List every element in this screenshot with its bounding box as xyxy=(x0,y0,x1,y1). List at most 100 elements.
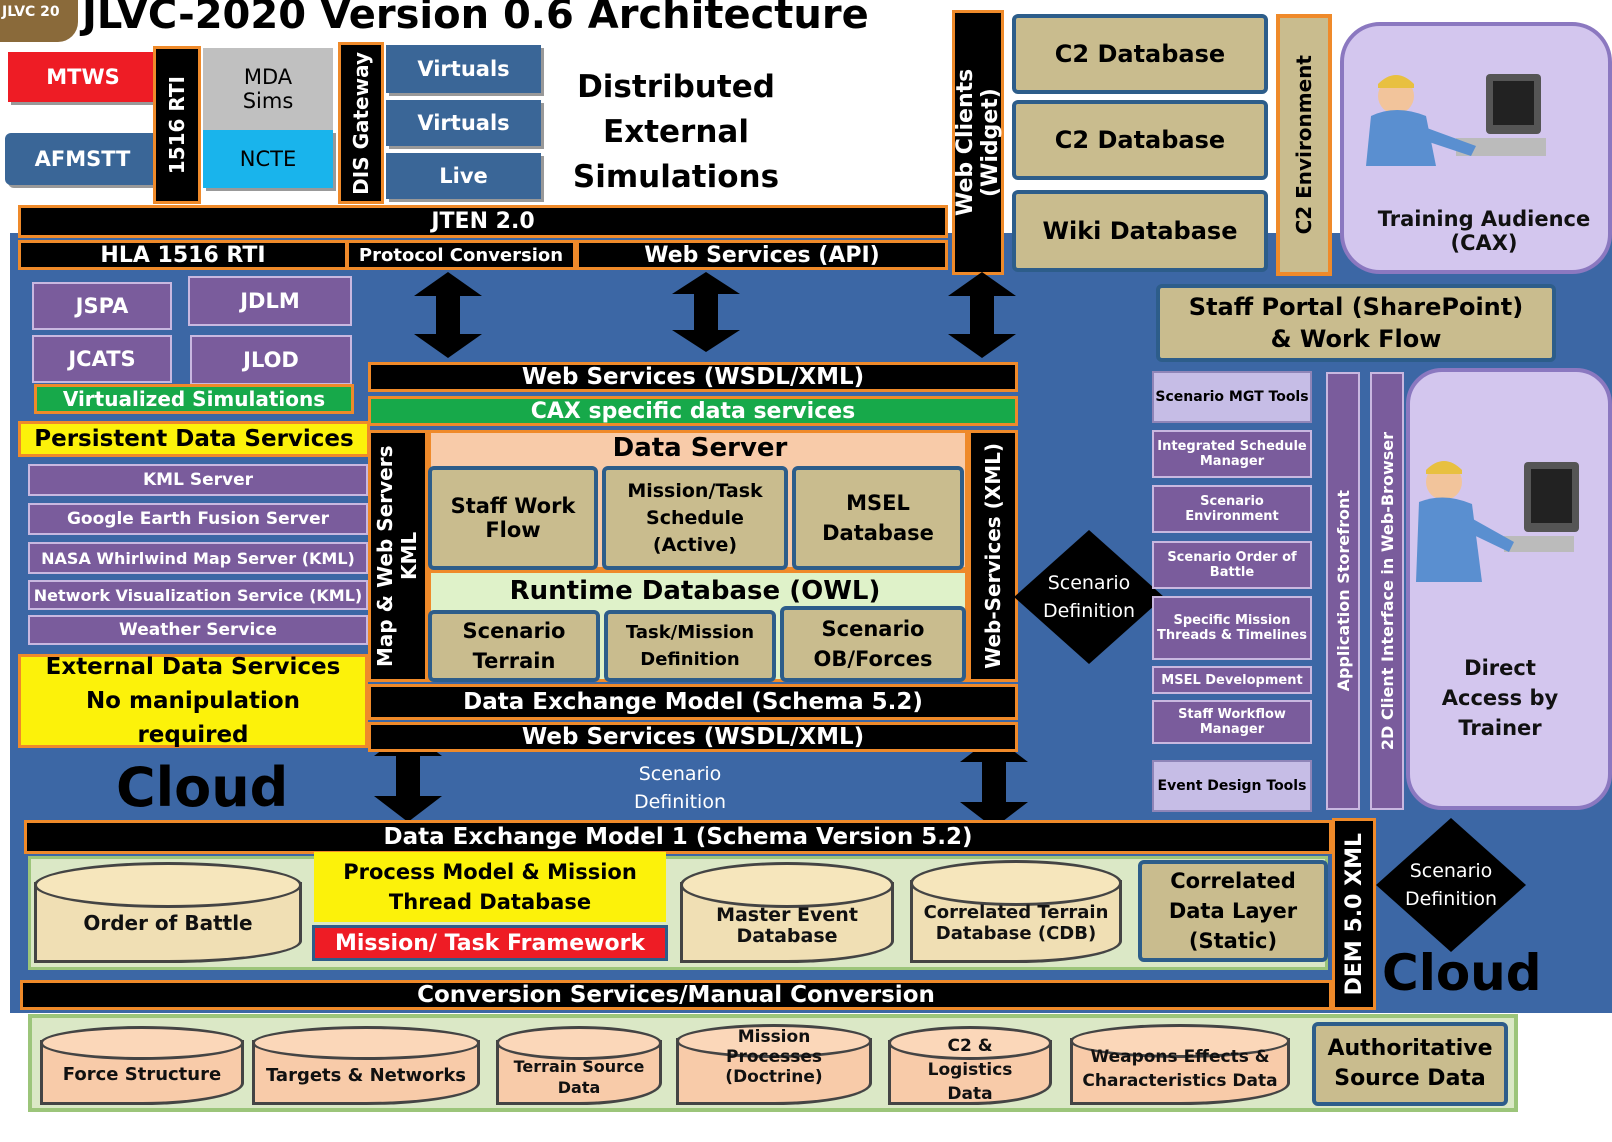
arrow-4 xyxy=(374,730,442,822)
map-web-servers-bar: Map & Web Servers KML xyxy=(368,430,428,682)
logo-text: JLVC 20 xyxy=(2,4,60,20)
staff-work-flow-label: Staff Work Flow xyxy=(450,494,576,542)
rti-1516-box: 1516 RTI xyxy=(153,46,201,204)
wsdl-top-bar: Web Services (WSDL/XML) xyxy=(368,362,1018,392)
jdlm-box: JDLM xyxy=(188,276,352,326)
event-design-tools: Event Design Tools xyxy=(1152,760,1312,812)
jcats-box: JCATS xyxy=(32,335,172,383)
hla-rti-bar: HLA 1516 RTI xyxy=(18,240,348,270)
web-services-xml-bar: Web-Services (XML) xyxy=(968,430,1018,682)
staff-portal-label: Staff Portal (SharePoint) & Work Flow xyxy=(1188,293,1524,353)
scenario-definition-center: Scenario Definition xyxy=(610,760,750,816)
virtuals-1-box: Virtuals xyxy=(386,45,541,93)
cloud-left-label: Cloud xyxy=(116,756,289,819)
cloud-right-label: Cloud xyxy=(1382,944,1542,1002)
dis-gateway-label: DIS Gateway xyxy=(349,51,373,195)
mission-task-schedule-label: Mission/Task Schedule (Active) xyxy=(627,479,763,556)
kml-server-item: KML Server xyxy=(28,464,368,496)
authoritative-source-label: Authoritative Source Data xyxy=(1327,1036,1493,1091)
c2-logistics-cylinder: C2 & Logistics Data xyxy=(888,1026,1052,1105)
jten-bar: JTEN 2.0 xyxy=(18,205,948,238)
targets-networks-label: Targets & Networks xyxy=(265,1064,467,1086)
web-clients-label: Web Clients (Widget) xyxy=(953,68,1003,217)
force-structure-label: Force Structure xyxy=(62,1063,222,1085)
cax-data-services-bar: CAX specific data services xyxy=(368,396,1018,426)
staff-workflow-manager: Staff Workflow Manager xyxy=(1152,700,1312,744)
trainer-figure-icon xyxy=(1416,461,1579,582)
staff-work-flow-box: Staff Work Flow xyxy=(428,466,598,570)
application-storefront-label: Application Storefront xyxy=(1333,490,1353,692)
web-clients-bar: Web Clients (Widget) xyxy=(952,10,1004,275)
afmstt-box: AFMSTT xyxy=(5,133,160,185)
scenario-definition-diamond-1: Scenario Definition xyxy=(1014,530,1164,664)
scenario-mgt-tools: Scenario MGT Tools xyxy=(1152,371,1312,423)
dem50-label: DEM 5.0 XML xyxy=(1341,832,1367,996)
scenario-definition-center-label: Scenario Definition xyxy=(633,763,726,813)
mission-processes-cylinder: Mission Processes (Doctrine) xyxy=(676,1024,872,1105)
staff-portal-box: Staff Portal (SharePoint) & Work Flow xyxy=(1156,284,1556,362)
arrow-3 xyxy=(948,272,1016,358)
rti-1516-label: 1516 RTI xyxy=(165,75,189,175)
mission-processes-label: Mission Processes (Doctrine) xyxy=(725,1027,823,1087)
web-services-api-bar: Web Services (API) xyxy=(576,240,948,270)
integrated-schedule-manager: Integrated Schedule Manager xyxy=(1152,430,1312,478)
direct-access-box: Direct Access by Trainer xyxy=(1406,368,1612,810)
client-2d-label: 2D Client Interface in Web-Browser xyxy=(1377,431,1397,751)
jlod-box: JLOD xyxy=(190,335,352,385)
c2-database-1: C2 Database xyxy=(1012,14,1268,94)
protocol-conversion-bar: Protocol Conversion xyxy=(346,240,576,270)
c2-environment-label: C2 Environment xyxy=(1292,55,1316,235)
dem1-bar: Data Exchange Model 1 (Schema Version 5.… xyxy=(24,820,1332,854)
web-services-xml-label: Web-Services (XML) xyxy=(981,443,1005,669)
scenario-definition-3-label: Scenario Definition xyxy=(1404,860,1497,910)
authoritative-source-box: Authoritative Source Data xyxy=(1312,1022,1508,1106)
virtuals-2-box: Virtuals xyxy=(386,100,541,146)
application-storefront-bar: Application Storefront xyxy=(1326,372,1360,810)
conversion-services-bar: Conversion Services/Manual Conversion xyxy=(20,980,1332,1010)
training-audience-label: Training Audience (CAX) xyxy=(1377,207,1591,255)
scenario-definition-diamond-2: Scenario Definition xyxy=(1376,818,1526,952)
operator-figure-icon xyxy=(1366,74,1546,166)
virtualized-sims-bar: Virtualized Simulations xyxy=(34,384,354,414)
data-server-title: Data Server xyxy=(612,433,788,463)
scenario-environment: Scenario Environment xyxy=(1152,485,1312,533)
process-model-label: Process Model & Mission Thread Database xyxy=(343,860,637,914)
task-mission-def-label: Task/Mission Definition xyxy=(625,622,755,670)
scenario-terrain-box: Scenario Terrain xyxy=(428,610,600,682)
map-web-servers-label: Map & Web Servers KML xyxy=(373,445,421,667)
wiki-database: Wiki Database xyxy=(1012,190,1268,272)
external-data-services-box: External Data Services No manipulation r… xyxy=(18,654,368,748)
dem-schema-bar: Data Exchange Model (Schema 5.2) xyxy=(368,684,1018,720)
correlated-data-layer-label: Correlated Data Layer (Static) xyxy=(1168,869,1298,953)
network-visualization-item: Network Visualization Service (KML) xyxy=(28,580,368,610)
correlated-data-layer-box: Correlated Data Layer (Static) xyxy=(1138,860,1328,962)
dem50-bar: DEM 5.0 XML xyxy=(1332,818,1376,1010)
mission-task-framework-box: Mission/ Task Framework xyxy=(312,925,668,961)
correlated-terrain-cylinder: Correlated Terrain Database (CDB) xyxy=(910,860,1122,963)
weapons-effects-label: Weapons Effects & Characteristics Data xyxy=(1082,1047,1278,1091)
google-earth-item: Google Earth Fusion Server xyxy=(28,503,368,535)
master-event-label: Master Event Database xyxy=(716,904,858,947)
targets-networks-cylinder: Targets & Networks xyxy=(252,1026,480,1105)
mda-sims-label: MDA Sims xyxy=(242,65,294,113)
mda-sims-box: MDA Sims xyxy=(203,48,333,130)
msel-development: MSEL Development xyxy=(1152,666,1312,694)
mtws-box: MTWS xyxy=(8,52,158,102)
mission-task-schedule-box: Mission/Task Schedule (Active) xyxy=(602,466,788,570)
scenario-order-of-battle: Scenario Order of Battle xyxy=(1152,541,1312,589)
specific-mission-threads: Specific Mission Threads & Timelines xyxy=(1152,596,1312,660)
terrain-source-label: Terrain Source Data xyxy=(513,1057,645,1097)
terrain-source-cylinder: Terrain Source Data xyxy=(496,1026,662,1105)
force-structure-cylinder: Force Structure xyxy=(40,1026,244,1105)
weather-service-item: Weather Service xyxy=(28,615,368,645)
nasa-whirlwind-item: NASA Whirlwind Map Server (KML) xyxy=(28,542,368,574)
ncte-box: NCTE xyxy=(203,130,333,188)
client-2d-bar: 2D Client Interface in Web-Browser xyxy=(1370,372,1404,810)
correlated-terrain-label: Correlated Terrain Database (CDB) xyxy=(923,902,1109,944)
logo: JLVC 20 xyxy=(0,0,78,42)
scenario-ob-label: Scenario OB/Forces xyxy=(813,617,933,671)
training-audience-box: Training Audience (CAX) xyxy=(1340,22,1612,274)
arrow-5 xyxy=(960,736,1028,828)
scenario-definition-1-label: Scenario Definition xyxy=(1042,572,1135,622)
scenario-ob-box: Scenario OB/Forces xyxy=(780,606,966,682)
